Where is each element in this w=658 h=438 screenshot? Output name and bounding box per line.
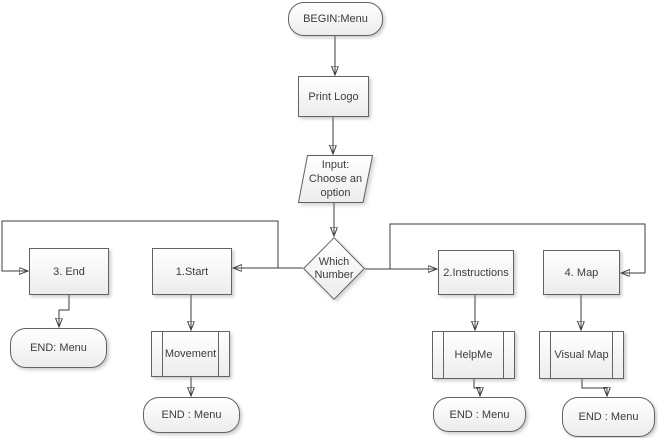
print-logo-label: Print Logo	[308, 90, 359, 103]
input-choose-option-parallelogram: Input: Choose an option	[297, 155, 374, 203]
connector-decision-end3	[1, 220, 279, 271]
map-4-process: 4. Map	[543, 250, 620, 295]
connector-visualmap-endmenu	[581, 379, 607, 396]
start-1-label: 1.Start	[175, 265, 209, 278]
begin-menu-terminator: BEGIN:Menu	[288, 2, 383, 36]
start-1-process: 1.Start	[152, 248, 232, 295]
which-number-decision: Which Number	[302, 236, 366, 301]
end-menu-label: END : Menu	[161, 409, 222, 421]
end-menu-label: END: Menu	[30, 342, 87, 354]
end-3-process: 3. End	[29, 248, 109, 295]
end-menu-terminator-helpme: END : Menu	[433, 397, 526, 432]
helpme-label: HelpMe	[454, 349, 493, 361]
which-number-label: Which Number	[314, 255, 354, 281]
end-menu-label: END : Menu	[578, 411, 639, 423]
instructions-2-process: 2.Instructions	[438, 250, 514, 295]
movement-label: Movement	[164, 348, 217, 360]
map-4-label: 4. Map	[564, 266, 599, 279]
end-menu-terminator-start1: END : Menu	[143, 397, 240, 433]
connector-helpme-endmenu	[473, 379, 480, 396]
diamond-shape	[302, 236, 366, 301]
instructions-2-label: 2.Instructions	[443, 266, 509, 279]
begin-menu-label: BEGIN:Menu	[303, 13, 368, 25]
end-menu-terminator-map: END : Menu	[562, 397, 655, 437]
connector-decision-map4	[389, 223, 646, 273]
movement-subroutine: Movement	[151, 331, 230, 377]
parallelogram-shape	[297, 155, 374, 203]
helpme-subroutine: HelpMe	[432, 331, 515, 379]
end-3-label: 3. End	[53, 265, 85, 278]
visual-map-subroutine: Visual Map	[539, 331, 624, 379]
end-menu-label: END : Menu	[449, 408, 510, 421]
end-menu-terminator-end3: END: Menu	[10, 328, 107, 368]
visual-map-label: Visual Map	[554, 349, 609, 361]
print-logo-process: Print Logo	[298, 76, 369, 117]
connector-end3-endmenu	[59, 295, 70, 327]
input-choose-option-label: Input: Choose an option	[308, 159, 363, 199]
